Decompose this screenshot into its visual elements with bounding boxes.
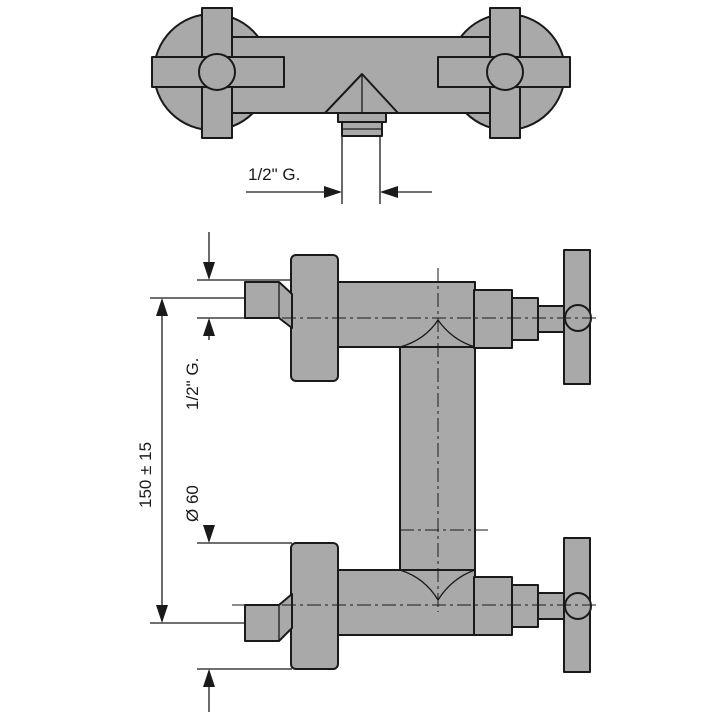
side-upper-inlet [244, 281, 293, 329]
side-lower-valve-spindle [537, 592, 567, 620]
diameter-label: Ø 60 [183, 485, 202, 522]
side-lower-body [335, 569, 476, 636]
top-view: 1/2" G. [151, 7, 571, 204]
top-thread-label: 1/2" G. [248, 165, 300, 184]
top-right-handle-knob [486, 53, 524, 91]
side-lower-inlet [244, 593, 293, 642]
side-lower-handle-knob [564, 592, 592, 620]
side-view: 1/2" G. 150 ± 15 Ø 60 [136, 232, 600, 712]
side-upper-valve-spindle-base [511, 297, 539, 341]
side-upper-body [335, 281, 476, 348]
top-left-handle-knob [198, 53, 236, 91]
top-outlet-nut [337, 112, 387, 123]
side-thread-label: 1/2" G. [183, 358, 202, 410]
side-upper-valve-head [473, 289, 513, 349]
center-distance-label: 150 ± 15 [136, 442, 155, 508]
side-lower-valve-head [473, 576, 513, 636]
side-lower-valve-spindle-base [511, 584, 539, 628]
side-lower-rosette [290, 542, 339, 670]
side-upper-valve-spindle [537, 305, 567, 333]
